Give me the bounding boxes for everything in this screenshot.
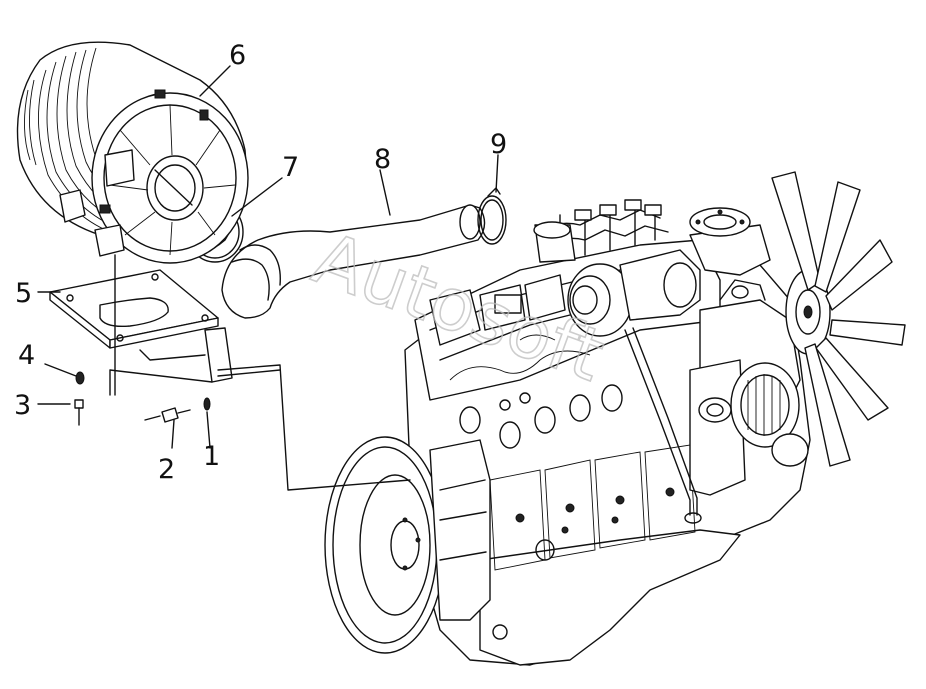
callout-7: 7: [282, 152, 299, 183]
air-filter: [16, 41, 249, 264]
oil-pan: [479, 529, 741, 666]
callout-2: 2: [158, 454, 175, 485]
callout-8: 8: [374, 144, 391, 175]
callout-4: 4: [18, 340, 35, 371]
flywheel-housing: [324, 436, 446, 654]
callout-3: 3: [14, 390, 31, 421]
screw-fitting: [161, 407, 191, 423]
clamp-ring: [477, 187, 507, 245]
intake-hose: [221, 204, 486, 319]
hose-clamp-small: [203, 397, 211, 411]
callout-5: 5: [15, 278, 32, 309]
callout-9: 9: [490, 129, 507, 160]
callout-6: 6: [229, 40, 246, 71]
bolt: [74, 399, 84, 426]
cooling-fan: [771, 171, 906, 467]
engine-assembly: [324, 171, 906, 666]
callout-1: 1: [203, 441, 220, 472]
washer: [75, 371, 85, 385]
assembly-lines: [37, 65, 499, 491]
mounting-bracket: [49, 269, 233, 396]
oil-filter-housing: [689, 359, 746, 496]
